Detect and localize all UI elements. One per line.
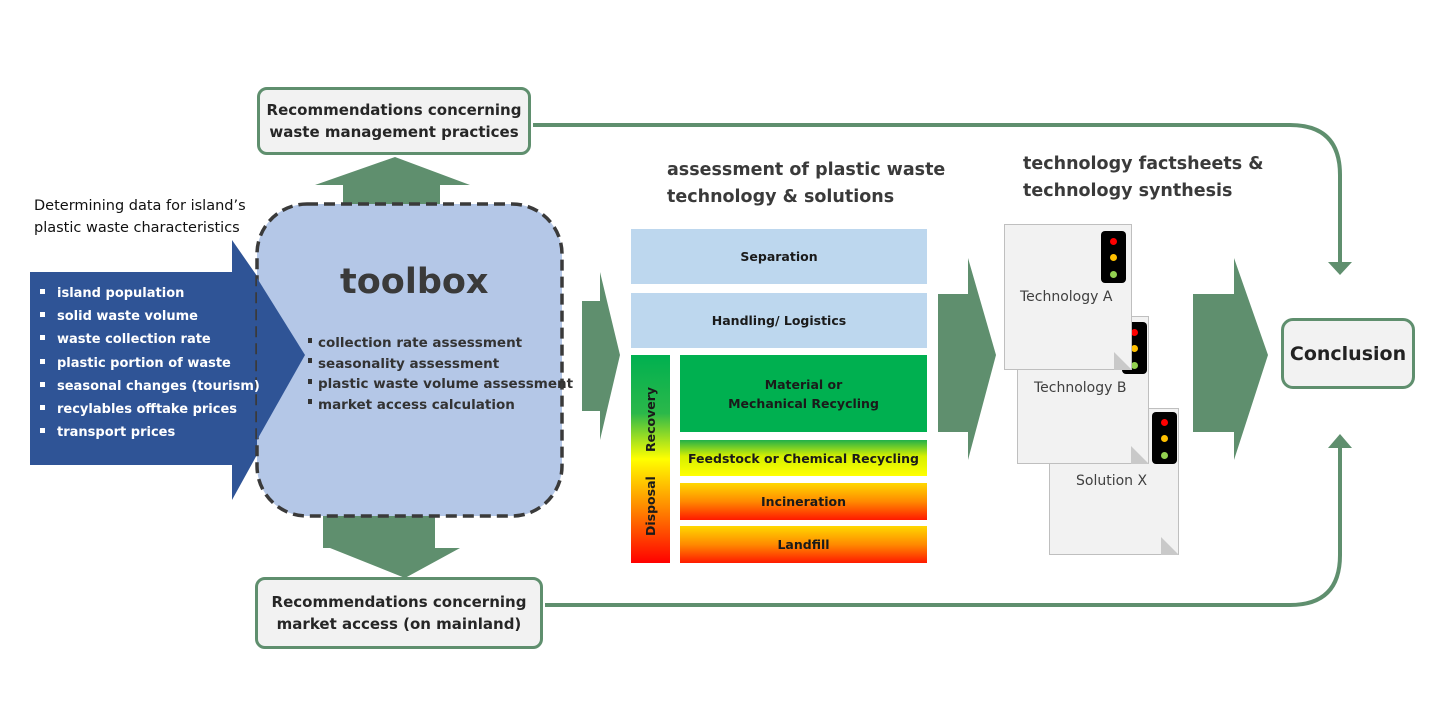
input-item: island population	[40, 282, 260, 305]
assessment-title-line1: assessment of plastic waste	[667, 160, 946, 180]
tier-feedstock-bg	[680, 440, 927, 476]
side-label-disposal: Disposal	[643, 476, 658, 536]
tier-handling-bg	[631, 293, 927, 348]
rec-top-line2: waste management practices	[269, 123, 519, 141]
tier-material-recycling: Material or Mechanical Recycling	[680, 355, 927, 432]
page-fold-icon	[1161, 537, 1179, 555]
rec-bottom-line2: market access (on mainland)	[276, 615, 522, 633]
arrow-to-conclusion	[1193, 258, 1268, 460]
factsheet-label: Technology B	[1034, 380, 1127, 396]
top-connector-arrowhead	[1328, 262, 1352, 275]
tier-landfill-bg	[680, 526, 927, 563]
page-fold-icon	[1131, 446, 1149, 464]
tier-feedstock-recycling: Feedstock or Chemical Recycling	[688, 450, 919, 466]
input-item: plastic portion of waste	[40, 352, 260, 375]
arrow-to-factsheets	[938, 258, 996, 460]
tier-landfill: Landfill	[777, 537, 830, 552]
tier-separation: Separation	[740, 249, 818, 264]
page-fold-icon	[1114, 352, 1132, 370]
traffic-light-icon	[1101, 231, 1126, 283]
top-connector	[533, 123, 1342, 262]
input-item: recylables offtake prices	[40, 398, 260, 421]
side-bar-recovery-disposal	[631, 355, 670, 563]
toolbox-item: market access calculation	[308, 395, 573, 416]
input-item: waste collection rate	[40, 328, 260, 351]
bottom-connector-arrowhead	[1328, 434, 1352, 448]
side-label-recovery: Recovery	[643, 386, 658, 452]
up-arrow-to-waste-mgmt	[315, 157, 470, 205]
recommendations-waste-management-box: Recommendations concerning waste managem…	[257, 87, 531, 155]
factsheets-title-line2: technology synthesis	[1023, 181, 1233, 201]
input-title-line2: plastic waste characteristics	[34, 220, 240, 236]
input-item: solid waste volume	[40, 305, 260, 328]
input-item: seasonal changes (tourism)	[40, 375, 260, 398]
assessment-title: assessment of plastic waste technology &…	[667, 157, 945, 211]
tier-separation-bg	[631, 229, 927, 284]
tier-incineration-bg	[680, 483, 927, 520]
input-data-title: Determining data for island’s plastic wa…	[34, 195, 264, 239]
input-arrow-tip	[257, 278, 305, 440]
toolbox-item: plastic waste volume assessment	[308, 374, 573, 395]
input-data-list: island population solid waste volume was…	[40, 282, 260, 444]
tier-material-line2: Mechanical Recycling	[728, 395, 879, 411]
tier-material-bg	[680, 355, 927, 432]
toolbox-list: collection rate assessment seasonality a…	[308, 333, 573, 415]
assessment-title-line2: technology & solutions	[667, 187, 895, 207]
arrow-to-assessment	[582, 272, 620, 440]
factsheet-label: Solution X	[1076, 473, 1148, 489]
recommendations-market-access-box: Recommendations concerning market access…	[255, 577, 543, 649]
traffic-light-icon	[1152, 412, 1177, 464]
factsheets-title: technology factsheets & technology synth…	[1023, 151, 1264, 205]
tier-handling-logistics: Handling/ Logistics	[711, 313, 847, 328]
input-title-line1: Determining data for island’s	[34, 198, 246, 214]
factsheet-label: Technology A	[1020, 289, 1113, 305]
conclusion-box: Conclusion	[1281, 318, 1415, 389]
rec-bottom-line1: Recommendations concerning	[271, 593, 527, 611]
input-item: transport prices	[40, 421, 260, 444]
down-arrow-to-market-access	[323, 515, 460, 578]
tier-material-line1: Material or	[764, 376, 843, 392]
rec-top-line1: Recommendations concerning	[266, 101, 522, 119]
toolbox-title: toolbox	[340, 262, 489, 302]
factsheets-title-line1: technology factsheets &	[1023, 154, 1264, 174]
factsheet-technology-a[interactable]: Technology A	[1004, 224, 1132, 370]
toolbox-item: collection rate assessment	[308, 333, 573, 354]
tier-incineration: Incineration	[761, 494, 846, 509]
toolbox-item: seasonality assessment	[308, 354, 573, 375]
bottom-connector	[545, 447, 1342, 607]
